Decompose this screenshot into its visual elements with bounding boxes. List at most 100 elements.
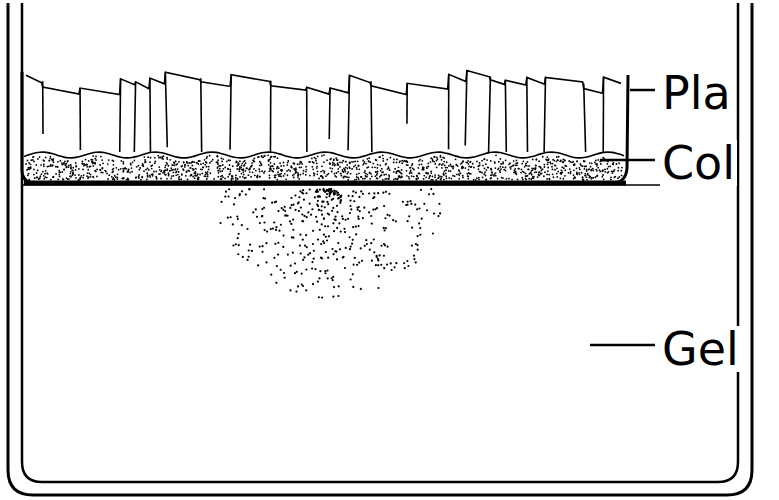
collagen-dot bbox=[584, 175, 586, 177]
collagen-dot bbox=[122, 171, 124, 173]
collagen-dot bbox=[460, 163, 462, 165]
collagen-dot bbox=[398, 166, 400, 168]
diffusion-dot bbox=[320, 243, 322, 245]
collagen-dot bbox=[285, 178, 287, 180]
collagen-dot bbox=[56, 166, 58, 168]
collagen-dot bbox=[245, 170, 247, 172]
diffusion-dot bbox=[319, 229, 321, 231]
collagen-dot bbox=[448, 165, 450, 167]
collagen-dot bbox=[616, 163, 618, 165]
collagen-dot bbox=[538, 160, 540, 162]
collagen-dot bbox=[602, 170, 604, 172]
diffusion-dot bbox=[284, 210, 286, 212]
collagen-dot bbox=[220, 178, 222, 180]
collagen-dot bbox=[500, 163, 502, 165]
diffusion-dot bbox=[354, 257, 356, 259]
collagen-dot bbox=[436, 157, 438, 159]
collagen-dot bbox=[358, 172, 360, 174]
collagen-dot bbox=[57, 178, 59, 180]
collagen-dot bbox=[95, 155, 97, 157]
diffusion-dot bbox=[305, 234, 307, 236]
collagen-dot bbox=[585, 176, 587, 178]
collagen-dot bbox=[79, 177, 81, 179]
collagen-dot bbox=[141, 176, 143, 178]
collagen-dot bbox=[196, 175, 198, 177]
diffusion-dot bbox=[371, 260, 373, 262]
collagen-dot bbox=[528, 165, 530, 167]
collagen-dot bbox=[183, 162, 185, 164]
diffusion-dot bbox=[241, 224, 243, 226]
collagen-dot bbox=[560, 160, 562, 162]
collagen-dot bbox=[28, 179, 30, 181]
collagen-dot bbox=[513, 160, 515, 162]
collagen-dot bbox=[425, 172, 427, 174]
collagen-dot bbox=[618, 176, 620, 178]
collagen-dot bbox=[33, 161, 35, 163]
collagen-dot bbox=[48, 160, 50, 162]
diffusion-dot bbox=[315, 216, 317, 218]
diffusion-dot bbox=[305, 216, 307, 218]
collagen-dot bbox=[587, 173, 589, 175]
collagen-dot bbox=[123, 163, 125, 165]
collagen-dot bbox=[603, 160, 605, 162]
collagen-dot bbox=[356, 178, 358, 180]
diffusion-dot bbox=[275, 282, 277, 284]
collagen-dot bbox=[376, 159, 378, 161]
collagen-dot bbox=[62, 178, 64, 180]
collagen-dot bbox=[483, 173, 485, 175]
collagen-dot bbox=[583, 168, 585, 170]
diffusion-dot bbox=[292, 218, 294, 220]
collagen-dot bbox=[102, 167, 104, 169]
collagen-dot bbox=[316, 167, 318, 169]
collagen-dot bbox=[273, 156, 275, 158]
diffusion-dot bbox=[263, 188, 265, 190]
diffusion-dot bbox=[417, 249, 419, 251]
diffusion-dot bbox=[408, 215, 410, 217]
diffusion-dot bbox=[309, 203, 311, 205]
diffusion-dot bbox=[404, 267, 406, 269]
collagen-dot bbox=[297, 176, 299, 178]
diffusion-dot bbox=[318, 209, 320, 211]
collagen-dot bbox=[347, 171, 349, 173]
collagen-dot bbox=[410, 167, 412, 169]
collagen-dot bbox=[70, 167, 72, 169]
collagen-dot bbox=[538, 175, 540, 177]
diffusion-dot bbox=[297, 285, 299, 287]
collagen-dot bbox=[444, 170, 446, 172]
diffusion-dot bbox=[309, 252, 311, 254]
diffusion-dot bbox=[324, 272, 326, 274]
collagen-dot bbox=[41, 173, 43, 175]
collagen-dot bbox=[197, 178, 199, 180]
collagen-dot bbox=[376, 172, 378, 174]
collagen-dot bbox=[401, 176, 403, 178]
collagen-dot bbox=[543, 175, 545, 177]
collagen-dot bbox=[560, 169, 562, 171]
diffusion-dot bbox=[317, 191, 319, 193]
diffusion-dot bbox=[317, 239, 319, 241]
diffusion-dot bbox=[289, 220, 291, 222]
collagen-dot bbox=[603, 178, 605, 180]
diffusion-dot bbox=[395, 262, 397, 264]
collagen-dot bbox=[401, 169, 403, 171]
collagen-dot bbox=[305, 174, 307, 176]
collagen-dot bbox=[28, 168, 30, 170]
collagen-dot bbox=[218, 170, 220, 172]
collagen-dot bbox=[508, 163, 510, 165]
collagen-dot bbox=[406, 175, 408, 177]
diffusion-dot bbox=[309, 188, 311, 190]
collagen-dot bbox=[536, 158, 538, 160]
collagen-dot bbox=[259, 176, 261, 178]
cell-top-edge bbox=[26, 71, 621, 95]
diffusion-dot bbox=[406, 204, 408, 206]
collagen-dot bbox=[180, 178, 182, 180]
collagen-dot bbox=[113, 168, 115, 170]
diffusion-dot bbox=[362, 217, 364, 219]
collagen-dot bbox=[138, 174, 140, 176]
collagen-dot bbox=[160, 178, 162, 180]
diffusion-dot bbox=[317, 205, 319, 207]
diffusion-dot bbox=[384, 229, 386, 231]
collagen-dot bbox=[560, 172, 562, 174]
collagen-dot bbox=[434, 174, 436, 176]
collagen-dot bbox=[143, 156, 145, 158]
collagen-dot bbox=[254, 157, 256, 159]
